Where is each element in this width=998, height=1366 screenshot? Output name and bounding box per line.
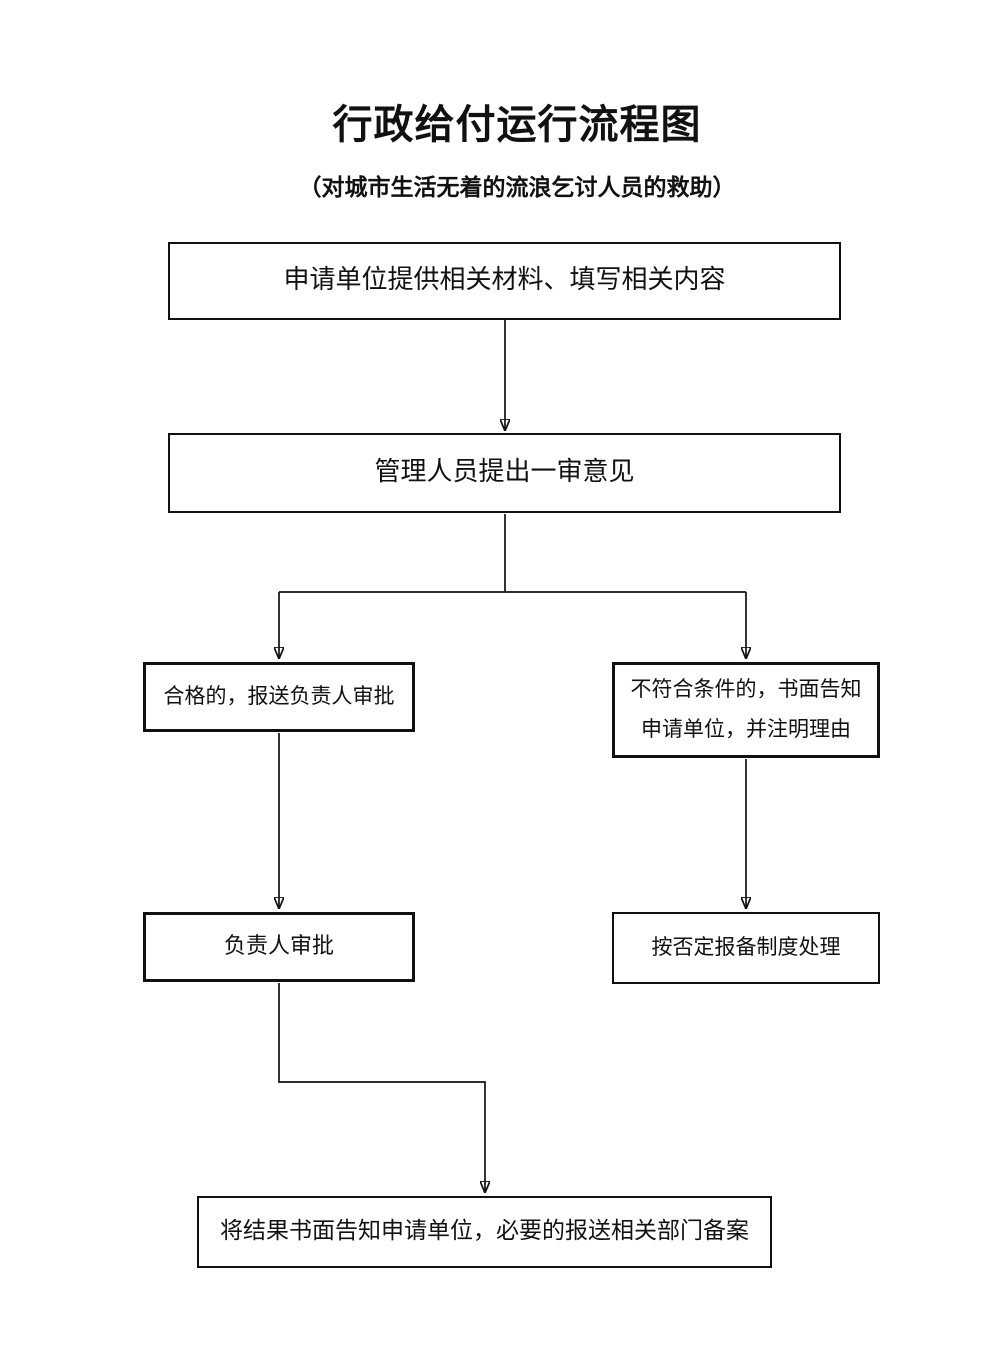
connector-leader-approval-to-final-notice [278, 983, 485, 1192]
page-title: 行政给付运行流程图 [332, 102, 702, 148]
flow-node-apply: 申请单位提供相关材料、填写相关内容 [168, 242, 841, 320]
flow-node-not-qualified: 不符合条件的，书面告知 申请单位，并注明理由 [612, 662, 880, 758]
flow-node-rejected-handling: 按否定报备制度处理 [612, 912, 880, 984]
flow-node-leader-approval-label: 负责人审批 [223, 934, 334, 960]
flow-node-leader-approval: 负责人审批 [143, 912, 415, 982]
page-subtitle: （对城市生活无着的流浪乞讨人员的救助） [298, 175, 736, 201]
flow-node-qualified: 合格的，报送负责人审批 [143, 662, 415, 732]
flow-node-first-review: 管理人员提出一审意见 [168, 433, 841, 513]
flow-node-apply-label: 申请单位提供相关材料、填写相关内容 [283, 265, 726, 296]
flow-node-not-qualified-label: 不符合条件的，书面告知 申请单位，并注明理由 [630, 677, 862, 741]
flow-node-final-notice-label: 将结果书面告知申请单位，必要的报送相关部门备案 [220, 1218, 749, 1245]
flow-node-final-notice: 将结果书面告知申请单位，必要的报送相关部门备案 [197, 1196, 772, 1268]
flow-node-qualified-label: 合格的，报送负责人审批 [163, 684, 395, 709]
flow-node-first-review-label: 管理人员提出一审意见 [374, 457, 635, 488]
flow-node-rejected-handling-label: 按否定报备制度处理 [651, 935, 841, 960]
